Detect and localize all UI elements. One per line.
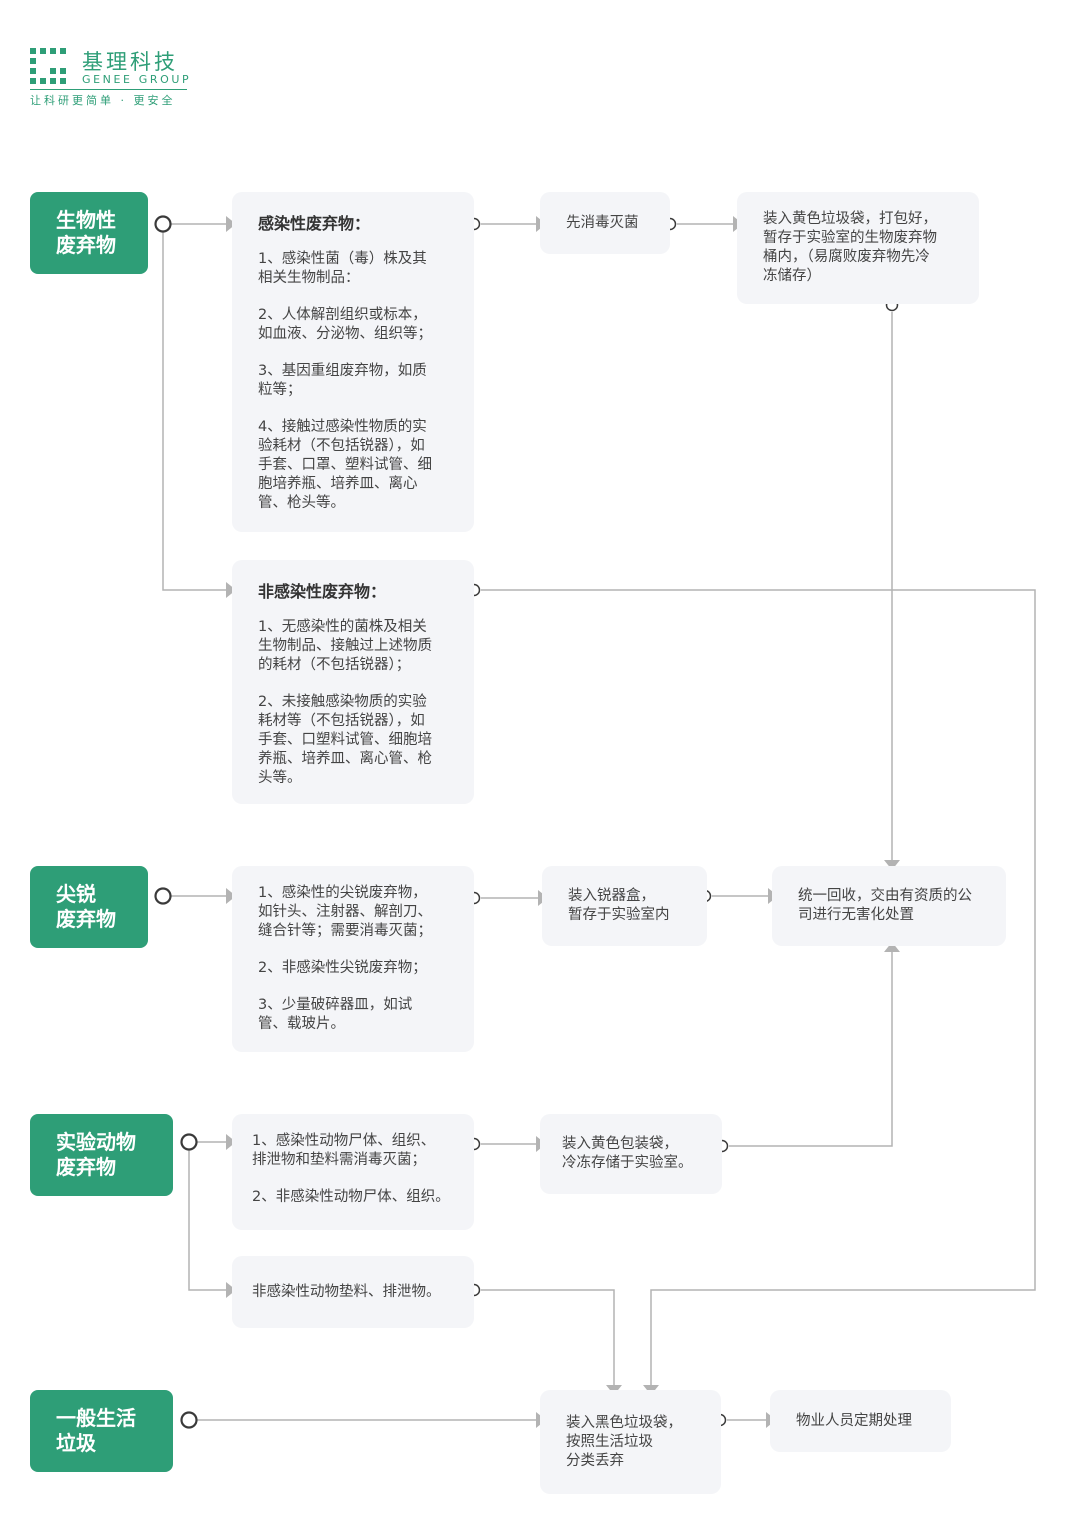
- black-bag-step-text: 装入黑色垃圾袋， 按照生活垃圾 分类丢弃: [566, 1414, 682, 1469]
- line-pack-to-unified: [729, 952, 893, 1147]
- line-bio-to-noninfectious: [162, 232, 230, 591]
- yellow-bag-step-box: 装入黄色垃圾袋，打包好， 暂存于实验室的生物废弃物 桶内，（易腐败废弃物先冷 冻…: [737, 192, 979, 304]
- yellow-pack-step-box: 装入黄色包装袋， 冷冻存储于实验室。: [540, 1114, 722, 1194]
- arrow-right-icon: [226, 582, 236, 598]
- category-bio-waste: 生物性 废弃物: [30, 192, 148, 274]
- connector-node-icon: [154, 215, 172, 233]
- genee-logo-icon: [30, 48, 66, 84]
- line-noninfectious-to-blackbag: [481, 589, 1036, 1385]
- infectious-item: 3、基因重组废弃物，如质 粒等；: [258, 363, 427, 398]
- arrow-right-icon: [226, 1134, 236, 1150]
- arrow-down-icon: [884, 860, 900, 870]
- unified-disposal-box: 统一回收，交由有资质的公 司进行无害化处置: [772, 866, 1006, 946]
- category-animal-waste: 实验动物 废弃物: [30, 1114, 173, 1196]
- brand-name-en: GENEE GROUP: [82, 73, 192, 86]
- arrow-right-icon: [226, 888, 236, 904]
- line-animal-to-noninf: [188, 1150, 230, 1291]
- animal-noninfectious-text: 非感染性动物垫料、排泄物。: [252, 1283, 441, 1300]
- sharps-box-step-box: 装入锐器盒， 暂存于实验室内: [542, 866, 707, 946]
- sharps-box-step-text: 装入锐器盒， 暂存于实验室内: [568, 888, 670, 923]
- black-bag-step-box: 装入黑色垃圾袋， 按照生活垃圾 分类丢弃: [540, 1390, 721, 1494]
- infectious-item: 4、接触过感染性物质的实 验耗材（不包括锐器），如 手套、口罩、塑料试管、细 胞…: [258, 419, 432, 511]
- animal-item: 2、非感染性动物尸体、组织。: [252, 1189, 450, 1205]
- infectious-waste-box: 感染性废弃物： 1、感染性菌（毒）株及其 相关生物制品： 2、人体解剖组织或标本…: [232, 192, 474, 532]
- animal-noninfectious-box: 非感染性动物垫料、排泄物。: [232, 1256, 474, 1328]
- line-animal-noninf-to-blackbag: [481, 1289, 615, 1385]
- animal-waste-box: 1、感染性动物尸体、组织、 排泄物和垫料需消毒灭菌； 2、非感染性动物尸体、组织…: [232, 1114, 474, 1230]
- connector-node-icon: [180, 1411, 198, 1429]
- sharp-item: 3、少量破碎器皿，如试 管、载玻片。: [258, 997, 413, 1032]
- arrow-up-icon: [884, 942, 900, 952]
- yellow-pack-step-text: 装入黄色包装袋， 冷冻存储于实验室。: [562, 1136, 693, 1171]
- yellow-bag-step-text: 装入黄色垃圾袋，打包好， 暂存于实验室的生物废弃物 桶内，（易腐败废弃物先冷 冻…: [763, 211, 937, 284]
- noninfectious-waste-box: 非感染性废弃物： 1、无感染性的菌株及相关 生物制品、接触过上述物质 的耗材（不…: [232, 560, 474, 804]
- unified-disposal-text: 统一回收，交由有资质的公 司进行无害化处置: [798, 888, 972, 923]
- sharp-item: 2、非感染性尖锐废弃物；: [258, 960, 427, 976]
- connector-node-icon: [154, 887, 172, 905]
- sharp-item: 1、感染性的尖锐废弃物， 如针头、注射器、解剖刀、 缝合针等；需要消毒灭菌；: [258, 885, 432, 939]
- infectious-item: 1、感染性菌（毒）株及其 相关生物制品：: [258, 251, 427, 286]
- category-general-garbage: 一般生活 垃圾: [30, 1390, 173, 1472]
- brand-name-cn: 基理科技: [82, 50, 178, 74]
- category-sharp-waste: 尖锐 废弃物: [30, 866, 148, 948]
- brand-slogan: 让科研更简单 · 更安全: [30, 94, 176, 107]
- disinfect-step-box: 先消毒灭菌: [540, 192, 670, 254]
- property-staff-box: 物业人员定期处理: [770, 1390, 951, 1452]
- disinfect-step-text: 先消毒灭菌: [566, 214, 639, 231]
- arrow-right-icon: [226, 216, 236, 232]
- noninfectious-waste-title: 非感染性废弃物：: [258, 582, 387, 601]
- arrow-right-icon: [226, 1282, 236, 1298]
- infectious-waste-title: 感染性废弃物：: [258, 214, 371, 233]
- animal-item: 1、感染性动物尸体、组织、 排泄物和垫料需消毒灭菌；: [252, 1133, 436, 1168]
- noninfectious-item: 2、未接触感染物质的实验 耗材等（不包括锐器），如 手套、口塑料试管、细胞培 养…: [258, 694, 432, 786]
- sharp-waste-box: 1、感染性的尖锐废弃物， 如针头、注射器、解剖刀、 缝合针等；需要消毒灭菌； 2…: [232, 866, 474, 1052]
- property-staff-text: 物业人员定期处理: [796, 1412, 912, 1429]
- noninfectious-item: 1、无感染性的菌株及相关 生物制品、接触过上述物质 的耗材（不包括锐器）；: [258, 619, 432, 673]
- connector-node-icon: [180, 1133, 198, 1151]
- brand-divider: [30, 89, 187, 90]
- infectious-item: 2、人体解剖组织或标本， 如血液、分泌物、组织等；: [258, 307, 432, 342]
